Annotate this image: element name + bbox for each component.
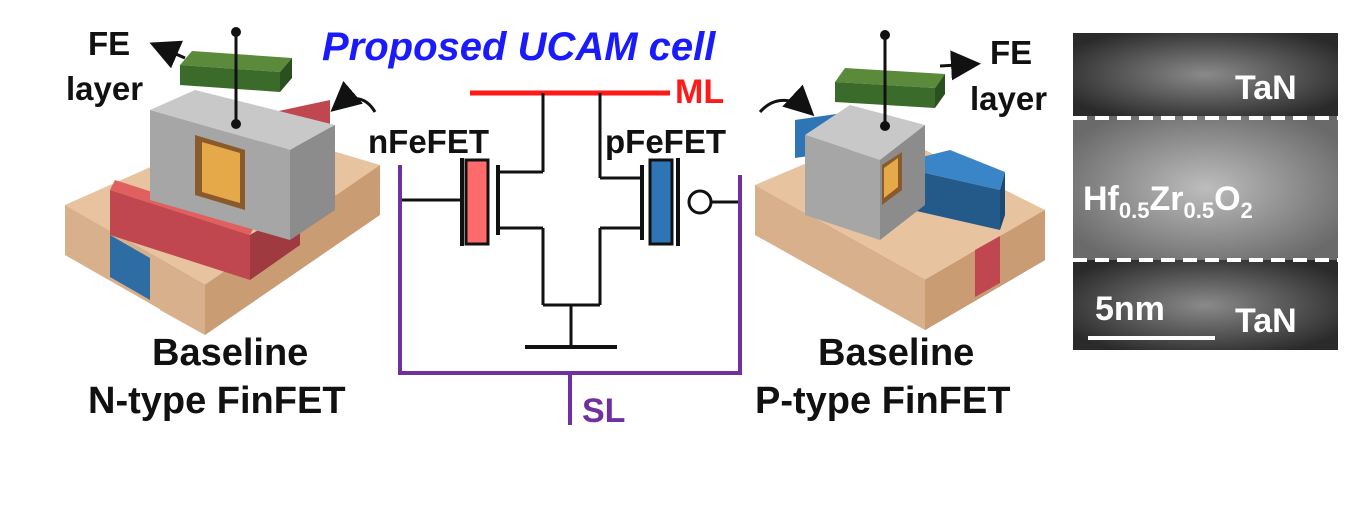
fe-right-pointer: [939, 50, 981, 81]
fe-left-pointer: [149, 40, 186, 69]
diagram-title: Proposed UCAM cell: [322, 25, 716, 69]
tem-bottom-layer: TaN: [1235, 302, 1297, 340]
left-caption-1: Baseline: [152, 332, 308, 374]
tem-micrograph: TaN Hf0.5Zr0.5O2 5nm TaN: [1073, 33, 1338, 350]
nfefet-pointer: [330, 80, 377, 113]
ml-label: ML: [675, 73, 724, 111]
fe-left-label-1: FE: [88, 25, 130, 62]
nfefet-gate: [464, 158, 490, 246]
n-type-finfet-3d: [65, 27, 380, 335]
nfefet-label: nFeFET: [368, 123, 489, 160]
p-type-finfet-3d: [755, 30, 1045, 330]
fe-right-label-1: FE: [990, 34, 1032, 71]
fe-right-label-2: layer: [970, 80, 1047, 117]
sl-label: SL: [582, 392, 625, 430]
pfefet-pointer: [758, 84, 815, 117]
right-caption-2: P-type FinFET: [755, 380, 1010, 422]
tem-scale-label: 5nm: [1095, 290, 1165, 328]
tem-top-layer: TaN: [1235, 69, 1297, 107]
pfefet-gate: [648, 158, 674, 246]
pfefet-label: pFeFET: [605, 123, 726, 160]
ucam-circuit: [398, 90, 742, 425]
fe-left-label-2: layer: [66, 70, 143, 107]
tem-middle-layer: Hf0.5Zr0.5O2: [1083, 180, 1253, 223]
right-caption-1: Baseline: [818, 332, 974, 374]
left-caption-2: N-type FinFET: [88, 380, 346, 422]
